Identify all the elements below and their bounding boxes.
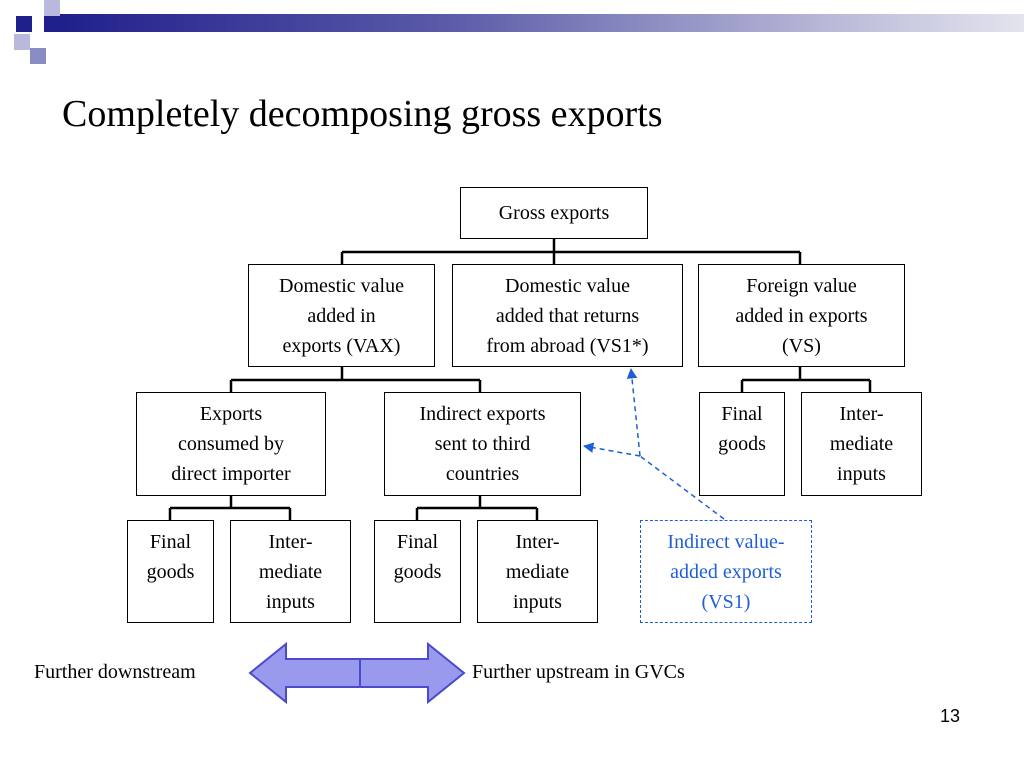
direct-final-goods-label: Final goods xyxy=(146,531,195,583)
further-upstream-label: Further upstream in GVCs xyxy=(472,661,685,683)
gross-exports-label: Gross exports xyxy=(498,202,610,224)
page-number: 13 xyxy=(940,706,961,726)
vs-intermediate-inputs-label: Inter- mediate inputs xyxy=(829,403,894,485)
vs1star-label: Domestic value added that returns from a… xyxy=(486,275,649,357)
double-arrow-icon xyxy=(248,641,466,705)
vs-box: Foreign value added in exports (VS) xyxy=(698,264,905,367)
slide-title: Completely decomposing gross exports xyxy=(62,93,663,135)
indirect-final-goods-label: Final goods xyxy=(393,531,442,583)
header-square xyxy=(16,16,32,32)
indirect-exports-box: Indirect exports sent to third countries xyxy=(384,392,581,496)
direct-intermediate-inputs-label: Inter- mediate inputs xyxy=(258,531,323,613)
indirect-exports-label: Indirect exports sent to third countries xyxy=(419,403,546,485)
indirect-final-goods-box: Final goods xyxy=(374,520,461,623)
header-square xyxy=(30,48,46,64)
direct-importer-label: Exports consumed by direct importer xyxy=(171,403,291,485)
header-square xyxy=(44,16,60,32)
indirect-intermediate-inputs-box: Inter- mediate inputs xyxy=(477,520,598,623)
vs-label: Foreign value added in exports (VS) xyxy=(735,275,868,357)
header-square xyxy=(0,0,16,16)
gross-exports-box: Gross exports xyxy=(460,187,648,239)
direct-importer-box: Exports consumed by direct importer xyxy=(136,392,326,496)
vs-final-goods-box: Final goods xyxy=(699,392,785,496)
vs1-label: Indirect value- added exports (VS1) xyxy=(667,531,785,613)
header-square xyxy=(44,0,60,16)
vs1star-box: Domestic value added that returns from a… xyxy=(452,264,683,367)
direct-intermediate-inputs-box: Inter- mediate inputs xyxy=(230,520,351,623)
further-downstream-label: Further downstream xyxy=(34,661,196,683)
indirect-intermediate-inputs-label: Inter- mediate inputs xyxy=(505,531,570,613)
vax-box: Domestic value added in exports (VAX) xyxy=(248,264,435,367)
header-gradient-bar xyxy=(60,14,1024,32)
header-square xyxy=(14,34,30,50)
vs-intermediate-inputs-box: Inter- mediate inputs xyxy=(801,392,922,496)
direct-final-goods-box: Final goods xyxy=(127,520,214,623)
vax-label: Domestic value added in exports (VAX) xyxy=(279,275,404,357)
vs1-box: Indirect value- added exports (VS1) xyxy=(640,520,812,623)
vs-final-goods-label: Final goods xyxy=(718,403,766,455)
